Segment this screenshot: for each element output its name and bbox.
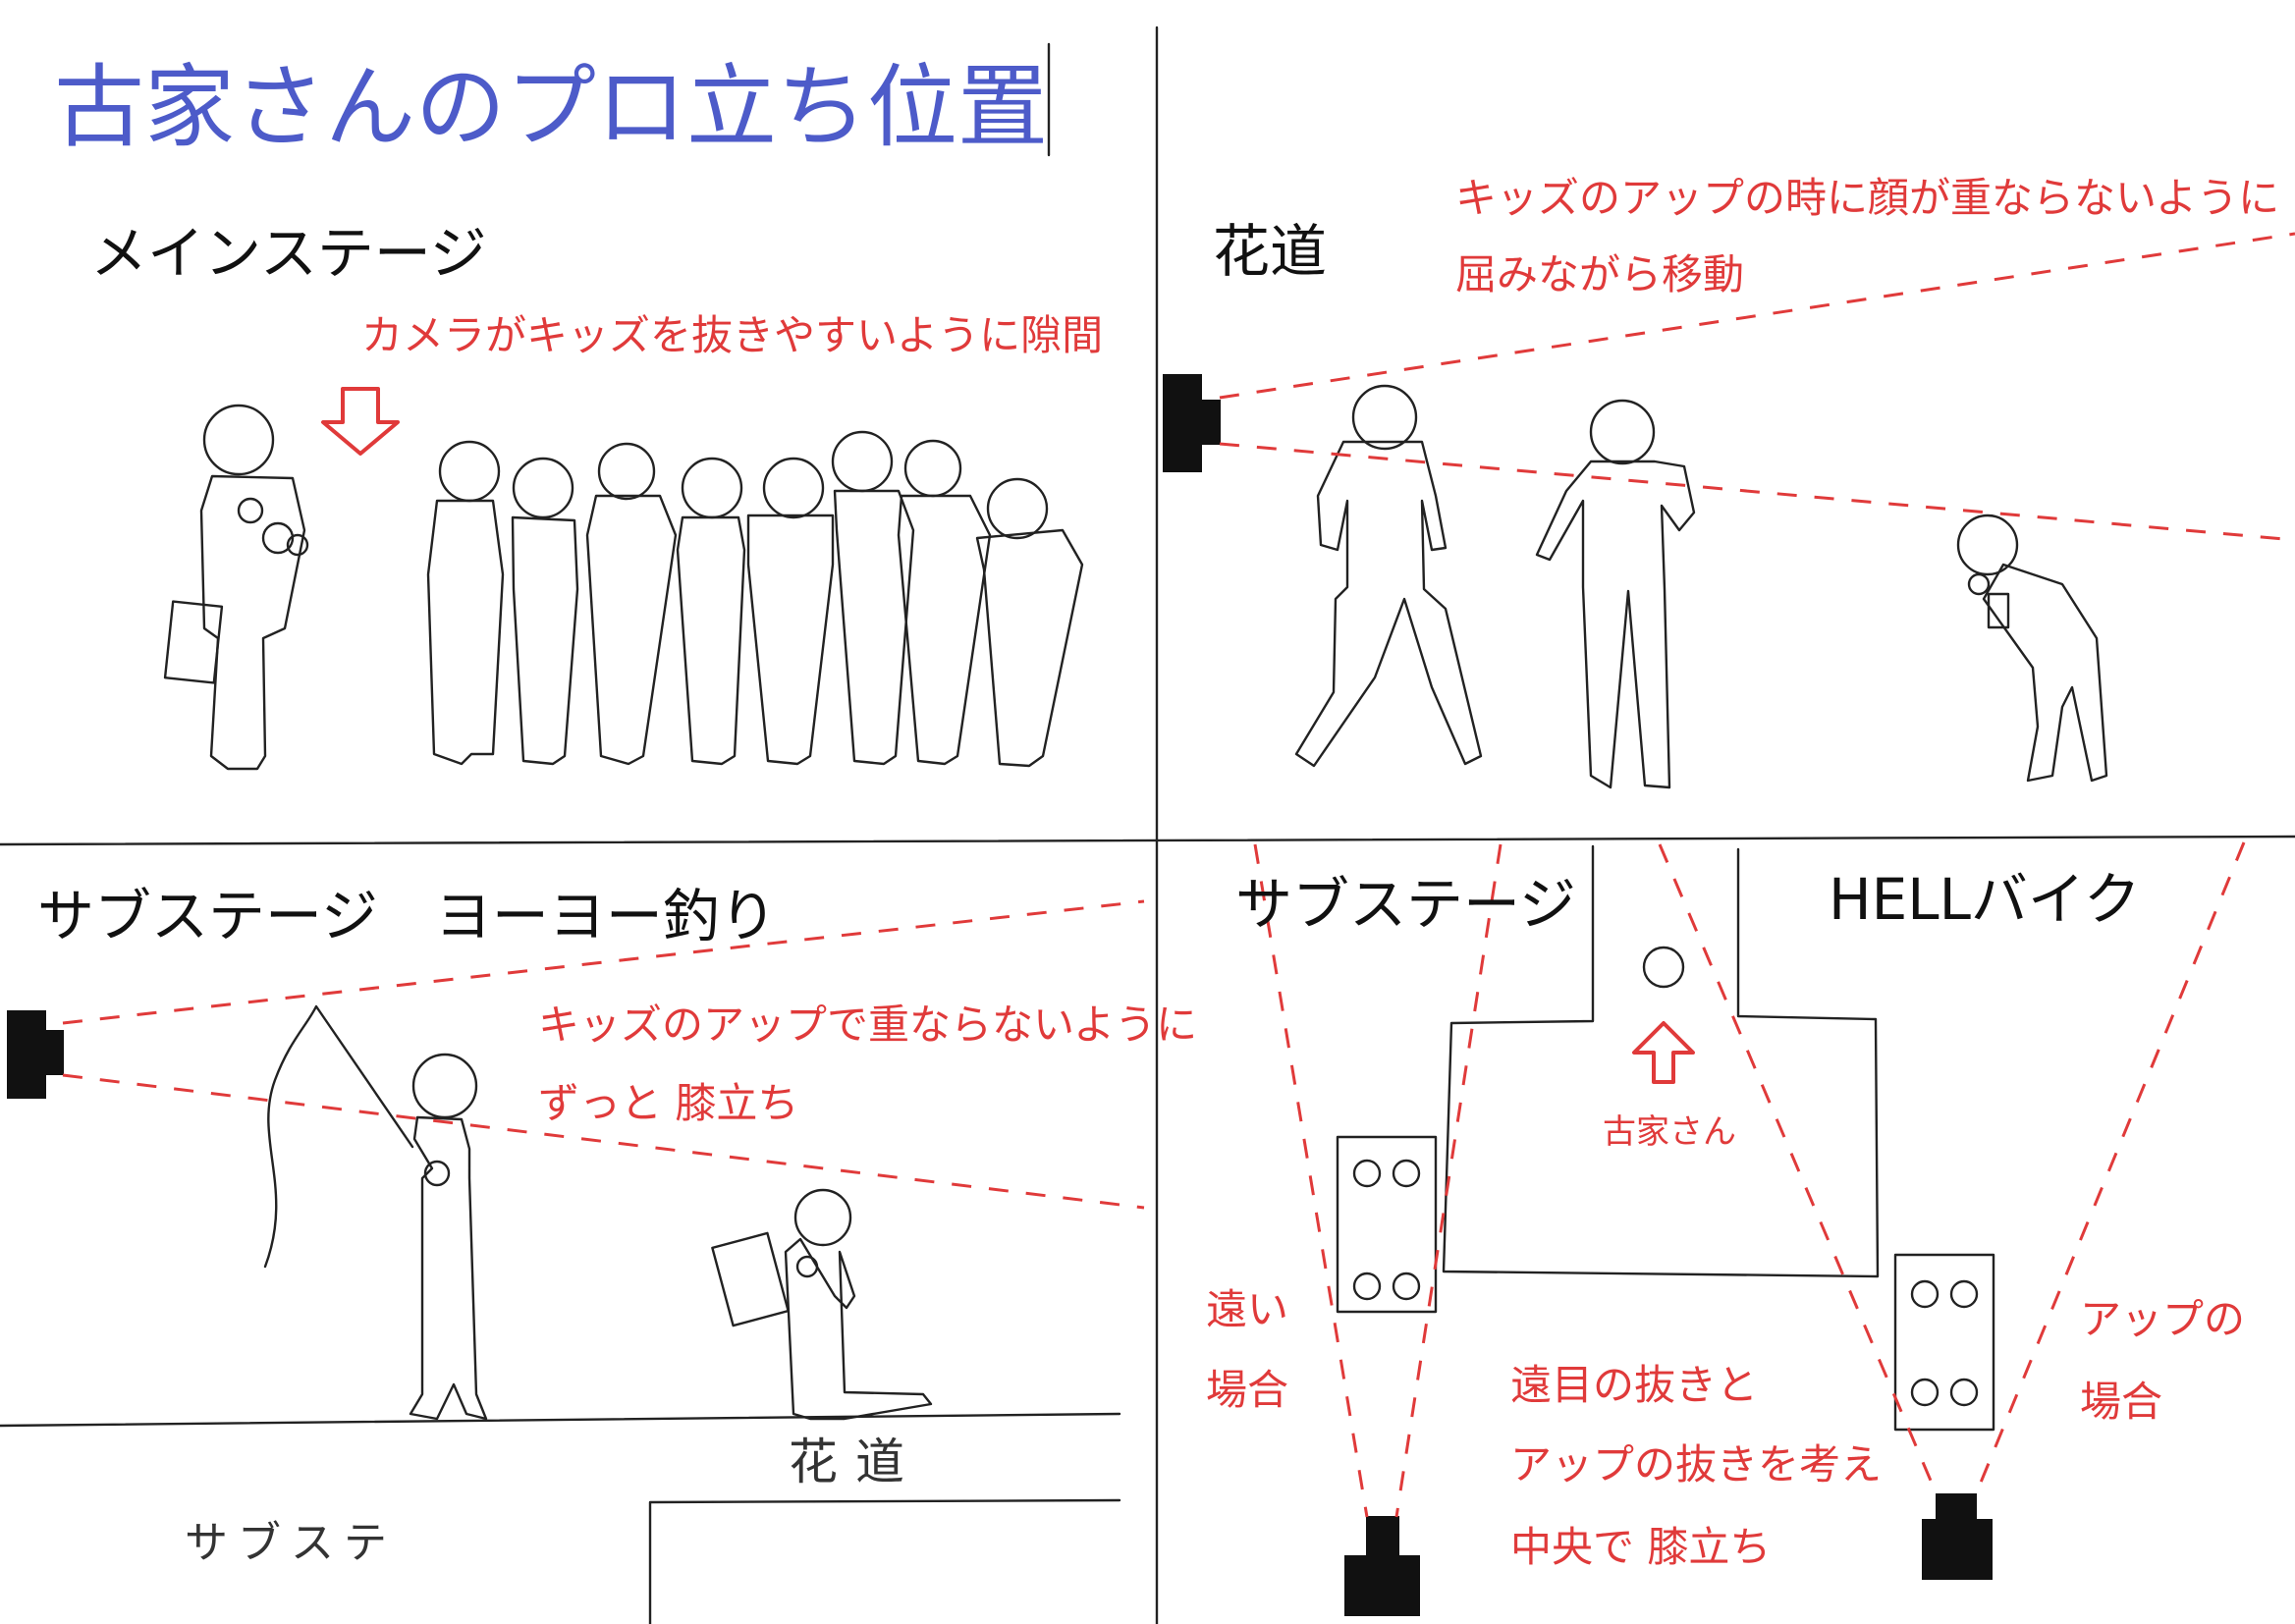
kid-figure-3 <box>587 444 676 764</box>
yoyo-heading: サブステージ ヨーヨー釣り <box>37 881 777 952</box>
stage-floor-line <box>0 1414 1120 1426</box>
far-case-line2: 場合 <box>1206 1365 1288 1417</box>
main-stage-figures <box>165 406 1082 769</box>
far-case-line1: 遠い <box>1206 1284 1288 1336</box>
center-note-line3: 中央で 膝立ち <box>1510 1522 1771 1574</box>
camera-icon <box>1345 1517 1419 1615</box>
fishing-rod <box>265 1006 412 1267</box>
kid-figure-6 <box>833 432 913 764</box>
kid-figure-7 <box>899 441 990 764</box>
left-speaker <box>1338 1137 1436 1312</box>
kid-figure-2 <box>513 459 577 764</box>
main-stage-heading: メインステージ <box>90 218 487 290</box>
down-arrow-icon <box>323 389 398 454</box>
up-case-line1: アップの <box>2080 1294 2245 1346</box>
hanamichi-heading: 花道 <box>1213 216 1327 288</box>
kid-figure-1 <box>428 442 503 764</box>
substage-sketch-label: サブステ <box>185 1516 397 1570</box>
page-title: 古家さんのプロ立ち位置 <box>54 51 1048 164</box>
camera-icon <box>1923 1494 1992 1579</box>
hanamichi-outline <box>650 1500 1120 1624</box>
camera-icon <box>8 1011 63 1098</box>
hanamichi-sketch-label: 花道 <box>789 1432 922 1493</box>
hanamichi-figures <box>1296 386 2106 787</box>
kid-figure-5 <box>748 459 833 764</box>
yoyo-note-line2: ずっと 膝立ち <box>538 1078 798 1130</box>
kid-figure-4 <box>678 459 744 764</box>
cameras <box>8 375 1992 1615</box>
right-speaker <box>1895 1255 1994 1430</box>
up-arrow-icon <box>1634 1023 1693 1082</box>
center-note-line2: アップの抜きを考え <box>1510 1439 1882 1491</box>
horizontal-divider <box>0 837 2295 844</box>
hell-bike-heading: HELLバイク <box>1829 864 2141 936</box>
kid-figure-8 <box>977 479 1082 766</box>
hanamichi-note-line1: キッズのアップの時に顔が重ならないように <box>1455 173 2279 225</box>
red-arrows <box>323 389 1693 1082</box>
hell-substage-heading: サブステージ <box>1235 869 1576 941</box>
main-stage-note: カメラがキッズを抜きやすいように隙間 <box>361 310 1103 362</box>
furuya-label: 古家さん <box>1603 1111 1736 1154</box>
furuya-position <box>1644 947 1683 987</box>
hanamichi-note-line2: 屈みながら移動 <box>1455 249 1744 301</box>
up-case-line2: 場合 <box>2080 1377 2162 1429</box>
center-note-line1: 遠目の抜きと <box>1510 1360 1758 1412</box>
camera-icon <box>1164 375 1220 471</box>
yoyo-note-line1: キッズのアップで重ならないように <box>538 1000 1197 1052</box>
